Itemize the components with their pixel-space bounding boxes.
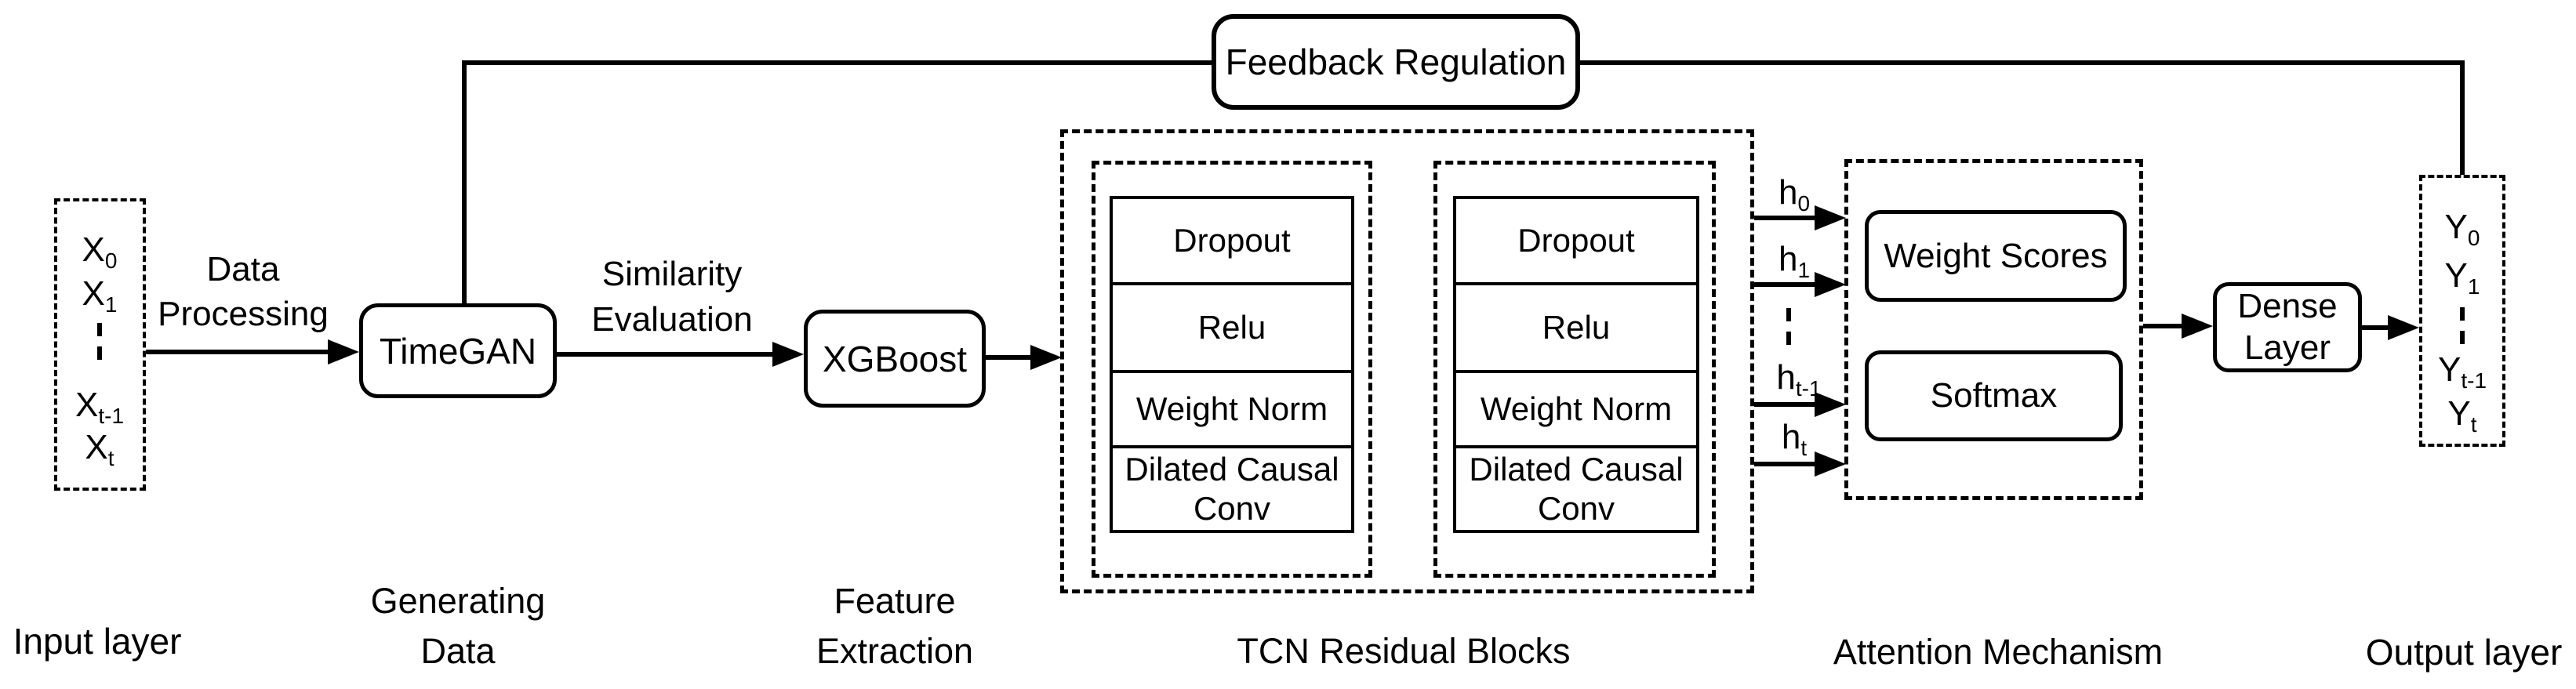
data-processing-label-line1: Data: [206, 250, 280, 288]
tcn-container-box: [1060, 129, 1754, 593]
tcn-stack-1: Dropout Relu Weight Norm Dilated Causal …: [1110, 196, 1354, 533]
arrow-input-to-timegan: [146, 339, 359, 364]
tcn1-dilated-causal-conv-row: Dilated Causal Conv: [1113, 445, 1351, 530]
tcn-stack-2: Dropout Relu Weight Norm Dilated Causal …: [1453, 196, 1699, 533]
output-yt-label: Yt: [2447, 394, 2477, 437]
ht-label: ht: [1781, 418, 1808, 460]
output-layer-box: [2419, 175, 2505, 447]
h1-label: h1: [1778, 240, 1811, 282]
arrow-timegan-to-xgboost: [557, 342, 804, 367]
arrow-h1: [1754, 272, 1846, 297]
weight-scores-label: Weight Scores: [1884, 236, 2108, 275]
softmax-box: Softmax: [1865, 350, 2123, 441]
tcn1-dropout-row: Dropout: [1173, 222, 1291, 259]
feature-extraction-caption-line1: Feature: [834, 581, 956, 621]
output-yt-1-label: Yt-1: [2437, 350, 2487, 393]
tcn-residual-block-1: [1092, 161, 1372, 578]
arrow-ht: [1754, 451, 1846, 477]
timegan-label: TimeGAN: [379, 330, 537, 372]
softmax-label: Softmax: [1930, 376, 2058, 415]
tcn2-dilated-causal-conv-row: Dilated Causal Conv: [1456, 445, 1696, 530]
ht-1-label: ht-1: [1776, 358, 1822, 401]
similarity-evaluation-label-line1: Similarity: [601, 255, 743, 293]
dense-label-line1: Dense: [2237, 286, 2338, 325]
h0-label: h0: [1778, 173, 1811, 216]
generating-data-caption-line1: Generating: [370, 581, 546, 621]
feedback-regulation-label: Feedback Regulation: [1225, 42, 1567, 82]
attention-mechanism-box: [1844, 159, 2143, 500]
data-processing-label-line2: Processing: [158, 295, 329, 333]
output-layer-caption: Output layer: [2365, 632, 2563, 673]
input-x0-label: X0: [82, 230, 118, 273]
weight-scores-box: Weight Scores: [1865, 210, 2127, 302]
tcn2-weight-norm-row: Weight Norm: [1456, 370, 1696, 445]
output-y1-label: Y1: [2444, 256, 2480, 299]
dense-label-line2: Layer: [2244, 328, 2331, 367]
arrow-h0: [1754, 205, 1846, 230]
timegan-box: TimeGAN: [359, 303, 557, 398]
input-xt-1-label: Xt-1: [74, 386, 125, 428]
tcn2-dropout-row: Dropout: [1517, 222, 1635, 259]
feature-extraction-caption-line2: Extraction: [816, 631, 974, 671]
arrow-xgboost-to-tcn: [986, 345, 1062, 370]
dense-layer-box: Dense Layer: [2213, 282, 2362, 372]
feedback-line-right: [1580, 60, 2465, 175]
feedback-regulation-box: Feedback Regulation: [1212, 14, 1580, 110]
tcn-residual-block-2: [1433, 161, 1716, 578]
similarity-evaluation-label-line2: Evaluation: [591, 300, 753, 339]
feedback-line-left: [462, 60, 1212, 303]
input-layer-caption: Input layer: [13, 621, 182, 662]
xgboost-box: XGBoost: [804, 310, 986, 408]
tcn-caption: TCN Residual Blocks: [1237, 631, 1571, 671]
tcn1-weight-norm-row: Weight Norm: [1113, 370, 1351, 445]
input-x1-label: X1: [82, 274, 118, 317]
arrow-dense-to-output: [2362, 315, 2419, 340]
generating-data-caption-line2: Data: [420, 631, 496, 671]
arrow-attention-to-dense: [2143, 314, 2213, 339]
input-layer-box: [54, 198, 146, 491]
attention-caption: Attention Mechanism: [1833, 632, 2164, 672]
tcn1-relu-row: Relu: [1113, 282, 1351, 370]
tcn2-relu-row: Relu: [1456, 282, 1696, 370]
output-y0-label: Y0: [2444, 208, 2480, 250]
xgboost-label: XGBoost: [822, 338, 968, 379]
input-xt-label: Xt: [85, 428, 114, 470]
arrow-ht-1: [1754, 392, 1846, 417]
